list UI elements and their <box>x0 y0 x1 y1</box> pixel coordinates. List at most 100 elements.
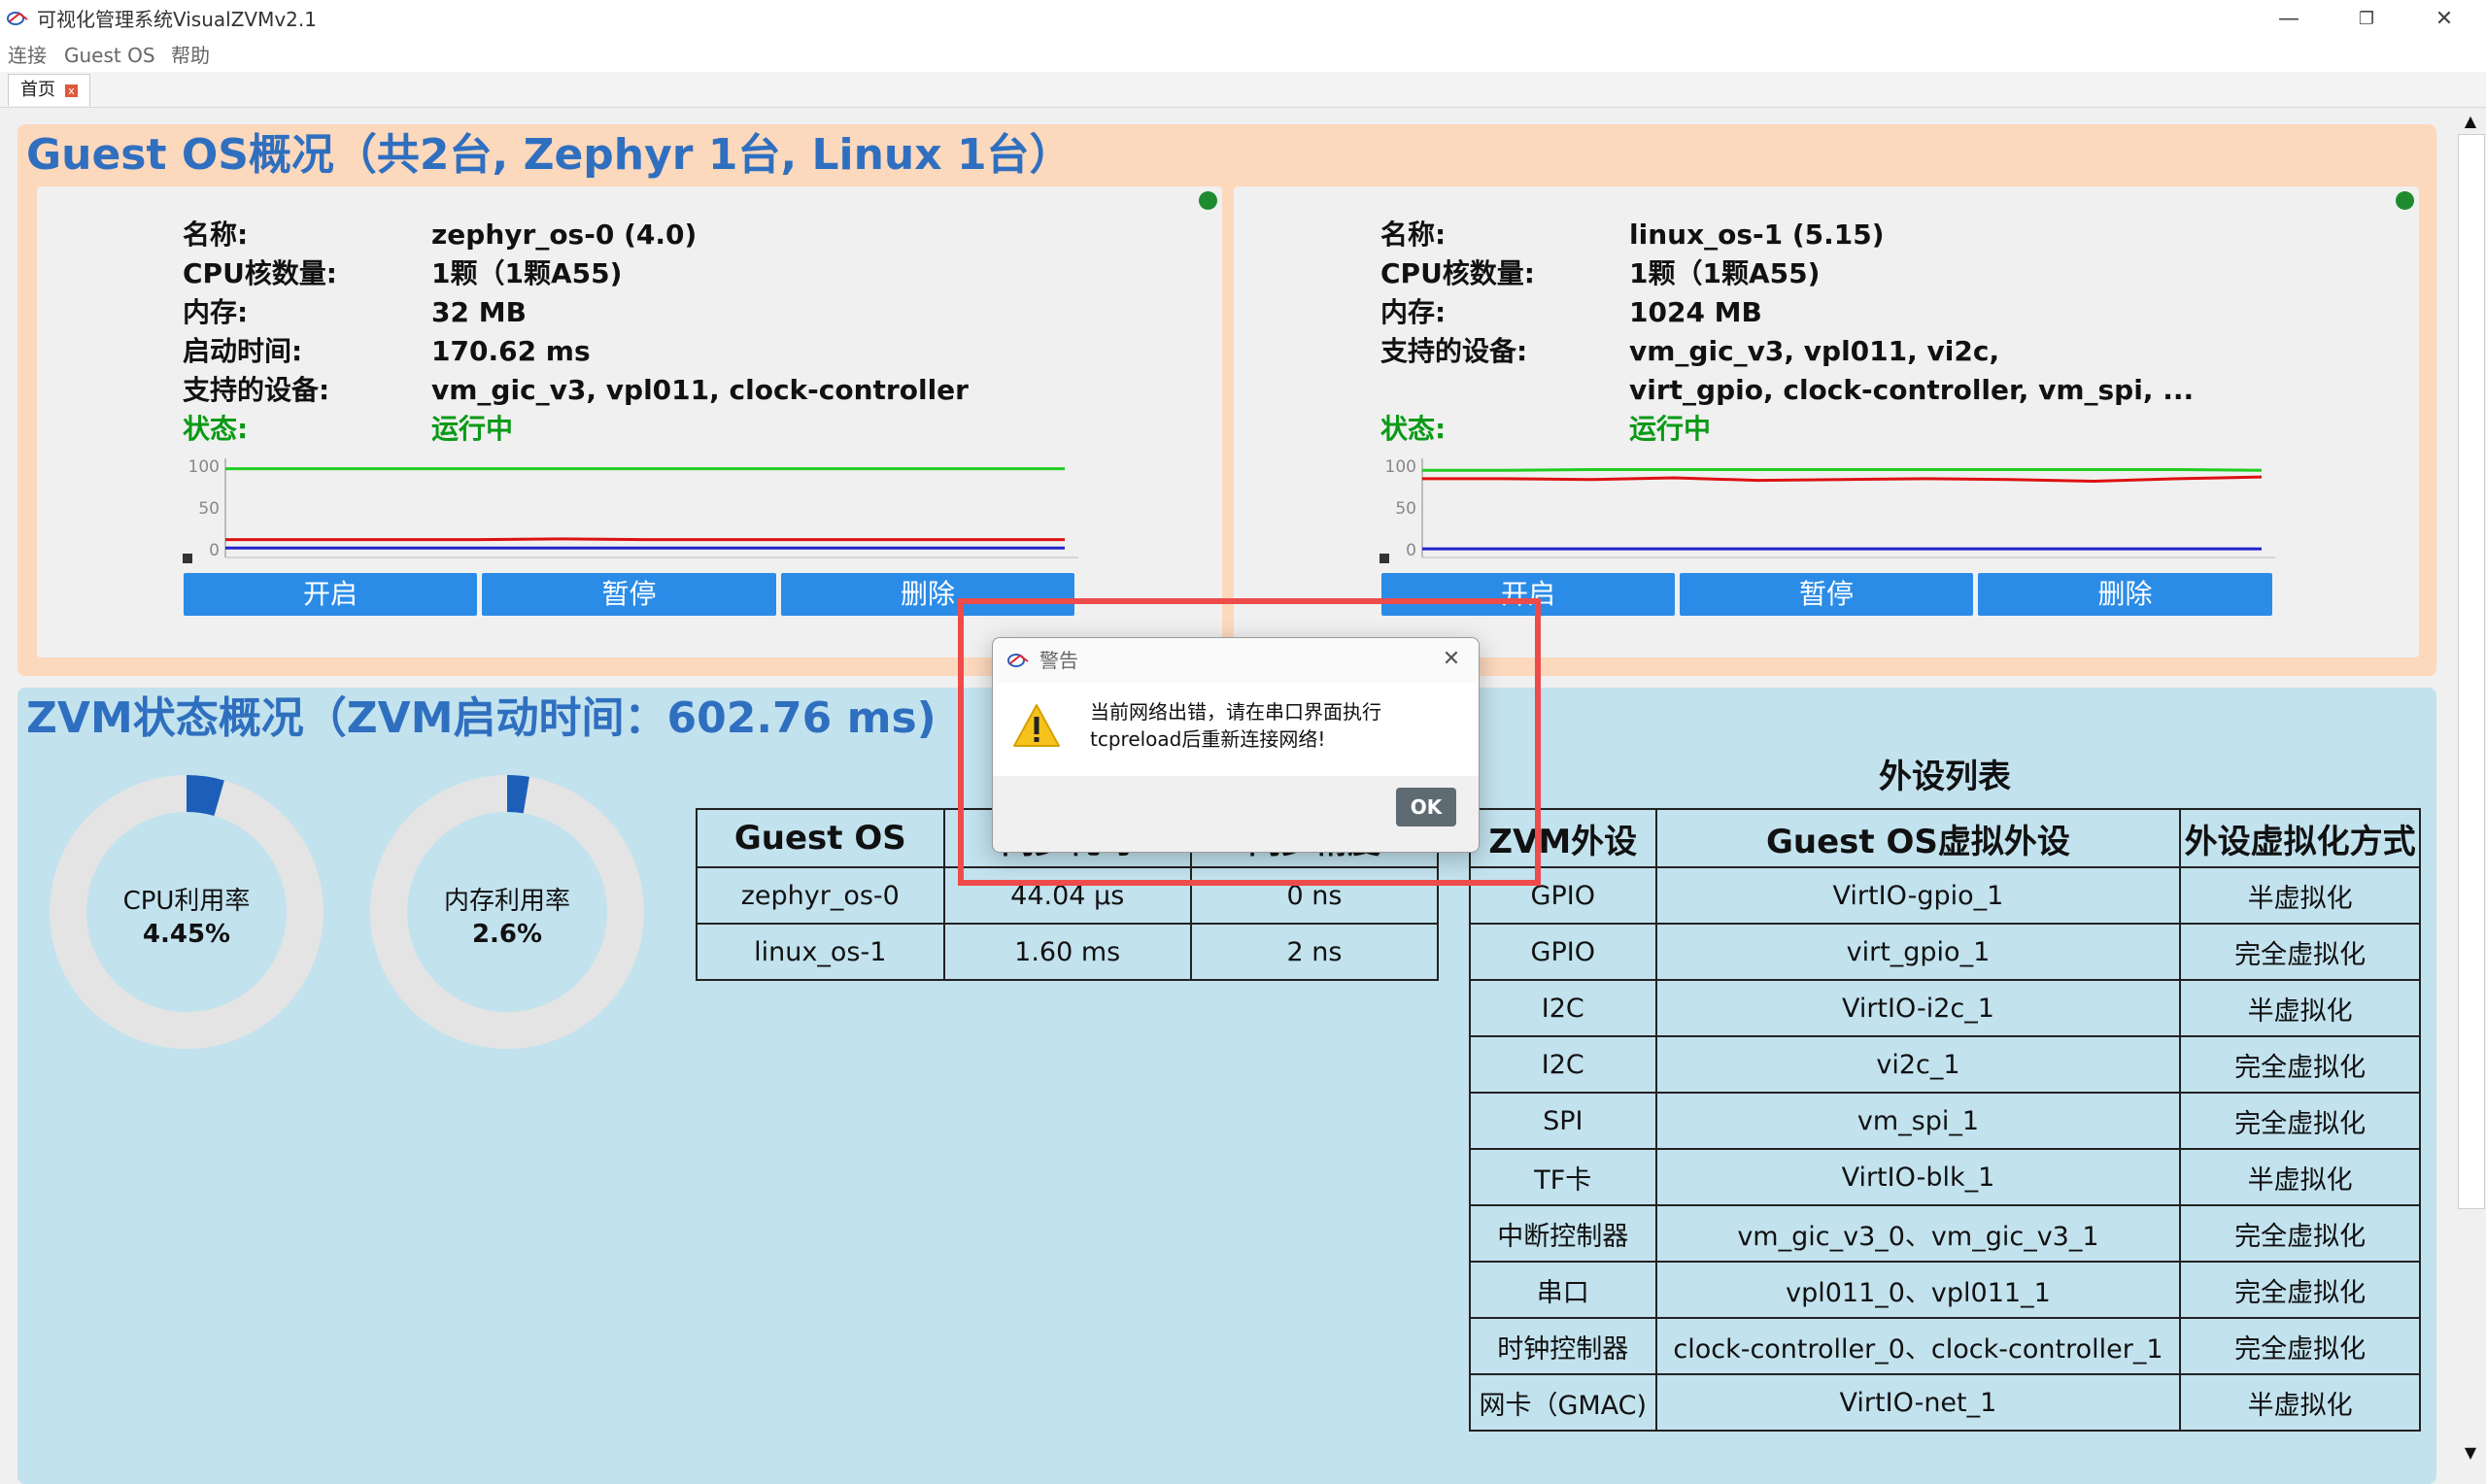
app-logo-icon <box>7 12 28 25</box>
dialog-close-button[interactable]: ✕ <box>1442 647 1461 671</box>
status-label: 状态: <box>183 413 249 445</box>
window-title: 可视化管理系统VisualZVMv2.1 <box>37 8 317 31</box>
table-header-cell: ZVM外设 <box>1469 808 1657 868</box>
os-cpu-value: 1颗（1颗A55) <box>1629 257 1821 289</box>
os-status-value: 运行中 <box>1629 413 1712 445</box>
start-button-zephyr[interactable]: 开启 <box>184 573 477 616</box>
chart-y-tick-label: 0 <box>1406 541 1416 560</box>
os-cpu-value: 1颗（1颗A55) <box>431 257 623 289</box>
donut-fill-arc <box>186 775 224 817</box>
table-cell: 完全虚拟化 <box>2179 1261 2421 1319</box>
cpu-usage-value: 4.45% <box>142 920 231 949</box>
table-header-cell: 外设虚拟化方式 <box>2179 808 2421 868</box>
pause-button-zephyr[interactable]: 暂停 <box>482 573 776 616</box>
memory-usage-label: 内存利用率 <box>443 887 570 916</box>
menu-help[interactable]: 帮助 <box>171 44 210 67</box>
tab-home-label: 首页 <box>20 80 55 100</box>
scroll-up-icon[interactable]: ▲ <box>2464 112 2477 130</box>
table-cell: 中断控制器 <box>1469 1204 1657 1263</box>
dialog-message-line1: 当前网络出错，请在串口界面执行 <box>1090 700 1381 724</box>
menu-connect[interactable]: 连接 <box>8 44 47 67</box>
table-cell: clock-controller_0、clock-controller_1 <box>1654 1317 2182 1375</box>
table-cell: 2 ns <box>1189 923 1440 981</box>
name-label: 名称: <box>1380 219 1447 251</box>
status-label: 状态: <box>1380 413 1447 445</box>
scrollbar-thumb[interactable] <box>2458 134 2485 1209</box>
restore-button[interactable]: ❐ <box>2358 9 2375 29</box>
warning-dialog: 警告 ✕ 当前网络出错，请在串口界面执行 tcpreload后重新连接网络! O… <box>992 637 1480 853</box>
warning-icon <box>1013 704 1060 747</box>
close-window-button[interactable]: ✕ <box>2435 7 2454 31</box>
os-devices-value: vm_gic_v3, vpl011, clock-controller <box>431 374 969 406</box>
running-status-dot-icon <box>1199 191 1217 210</box>
cpu-label: CPU核数量: <box>183 257 338 289</box>
table-cell: 完全虚拟化 <box>2179 1204 2421 1263</box>
menu-guest-os[interactable]: Guest OS <box>64 44 155 67</box>
table-cell: vpl011_0、vpl011_1 <box>1654 1261 2182 1319</box>
devices-label: 支持的设备: <box>183 374 330 406</box>
os-memory-value: 32 MB <box>431 296 527 328</box>
table-header-cell: Guest OS虚拟外设 <box>1654 808 2182 868</box>
zvm-status-title: ZVM状态概况（ZVM启动时间：602.76 ms) <box>26 693 937 743</box>
guest-os-overview-title: Guest OS概况（共2台, Zephyr 1台, Linux 1台） <box>26 130 1073 180</box>
highlight-box <box>958 598 1541 886</box>
table-cell: SPI <box>1469 1092 1657 1150</box>
boot-time-label: 启动时间: <box>183 335 303 367</box>
chart-y-tick-label: 100 <box>188 457 220 477</box>
donut-fill-arc <box>506 775 529 814</box>
table-header-cell: Guest OS <box>696 808 945 868</box>
table-cell: 时钟控制器 <box>1469 1317 1657 1375</box>
table-cell: 半虚拟化 <box>2179 866 2421 925</box>
table-cell: zephyr_os-0 <box>696 866 945 925</box>
os-devices-value: vm_gic_v3, vpl011, vi2c, <box>1629 335 2000 367</box>
window-titlebar: 可视化管理系统VisualZVMv2.1 — ❐ ✕ <box>0 0 2486 39</box>
memory-usage-donut <box>370 775 644 1049</box>
tab-bar: 首页 x <box>0 72 2486 108</box>
table-cell: vm_gic_v3_0、vm_gic_v3_1 <box>1654 1204 2182 1263</box>
os-devices-value-continued: virt_gpio, clock-controller, vm_spi, ... <box>1629 374 2195 406</box>
table-cell: virt_gpio_1 <box>1654 923 2182 981</box>
cpu-label: CPU核数量: <box>1380 257 1536 289</box>
os-boot-time-value: 170.62 ms <box>431 335 591 367</box>
chart-axis-marker-icon <box>183 554 192 563</box>
table-cell: 完全虚拟化 <box>2179 1092 2421 1150</box>
dialog-message-line2: tcpreload后重新连接网络! <box>1090 727 1326 751</box>
tab-home[interactable]: 首页 x <box>8 74 90 106</box>
table-cell: I2C <box>1469 1035 1657 1094</box>
memory-label: 内存: <box>1380 296 1447 328</box>
table-cell: GPIO <box>1469 923 1657 981</box>
table-cell: I2C <box>1469 979 1657 1037</box>
tab-close-icon[interactable]: x <box>65 84 78 97</box>
chart-series-line <box>225 537 1065 542</box>
dialog-body: 当前网络出错，请在串口界面执行 tcpreload后重新连接网络! <box>993 683 1479 776</box>
scroll-down-icon[interactable]: ▼ <box>2464 1443 2477 1462</box>
cpu-usage-label: CPU利用率 <box>122 887 251 916</box>
delete-button-zephyr[interactable]: 删除 <box>781 573 1074 616</box>
delete-button-linux[interactable]: 删除 <box>1978 573 2272 616</box>
table-cell: 半虚拟化 <box>2179 1373 2421 1432</box>
chart-y-tick-label: 50 <box>198 499 220 519</box>
cpu-usage-donut <box>50 775 324 1049</box>
table-cell: 完全虚拟化 <box>2179 923 2421 981</box>
running-status-dot-icon <box>2396 191 2414 210</box>
minimize-button[interactable]: — <box>2278 7 2299 31</box>
memory-usage-value: 2.6% <box>471 920 543 949</box>
table-cell: 串口 <box>1469 1261 1657 1319</box>
table-cell: VirtIO-net_1 <box>1654 1373 2182 1432</box>
table-cell: vi2c_1 <box>1654 1035 2182 1094</box>
pause-button-linux[interactable]: 暂停 <box>1680 573 1973 616</box>
ok-button[interactable]: OK <box>1396 788 1456 826</box>
chart-y-tick-label: 100 <box>1385 457 1416 477</box>
start-button-linux[interactable]: 开启 <box>1381 573 1675 616</box>
